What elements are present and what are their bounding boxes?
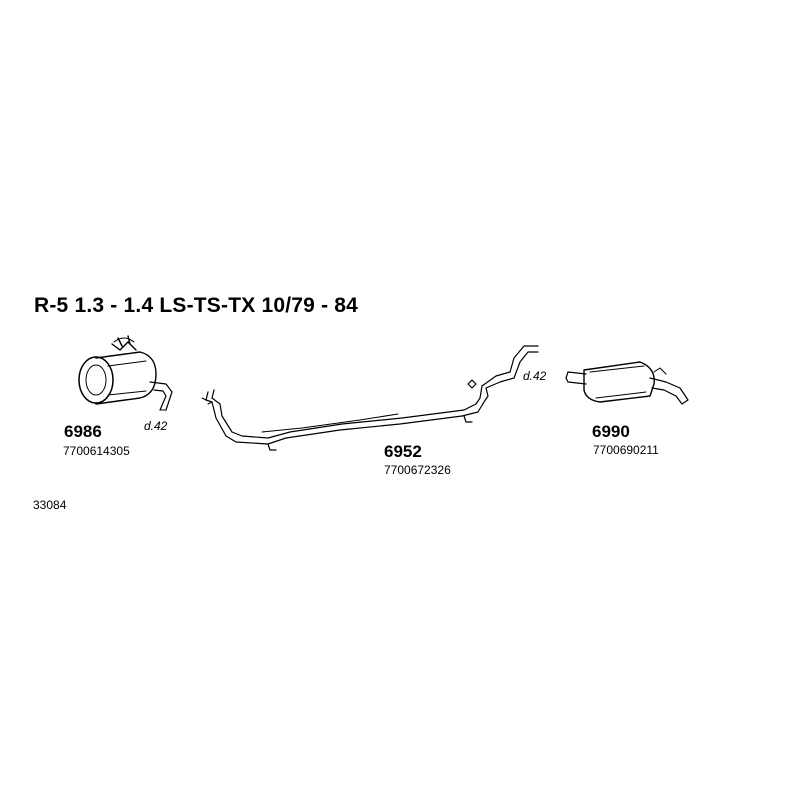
- diagram-reference-number: 33084: [33, 498, 67, 512]
- pipe-diameter: d.42: [523, 369, 547, 383]
- part-oem-number: 7700614305: [63, 444, 130, 458]
- part-code: 6990: [592, 422, 630, 441]
- front-silencer-icon[interactable]: [78, 335, 173, 411]
- part-oem-number: 7700690211: [593, 443, 659, 457]
- diagram-title: R-5 1.3 - 1.4 LS-TS-TX 10/79 - 84: [34, 294, 359, 317]
- middle-pipe-icon[interactable]: [201, 345, 539, 451]
- rear-silencer-icon[interactable]: [565, 361, 689, 405]
- part-code: 6952: [384, 442, 422, 461]
- pipe-diameter: d.42: [144, 419, 168, 433]
- part-code: 6986: [64, 422, 102, 441]
- part-oem-number: 7700672326: [384, 463, 451, 477]
